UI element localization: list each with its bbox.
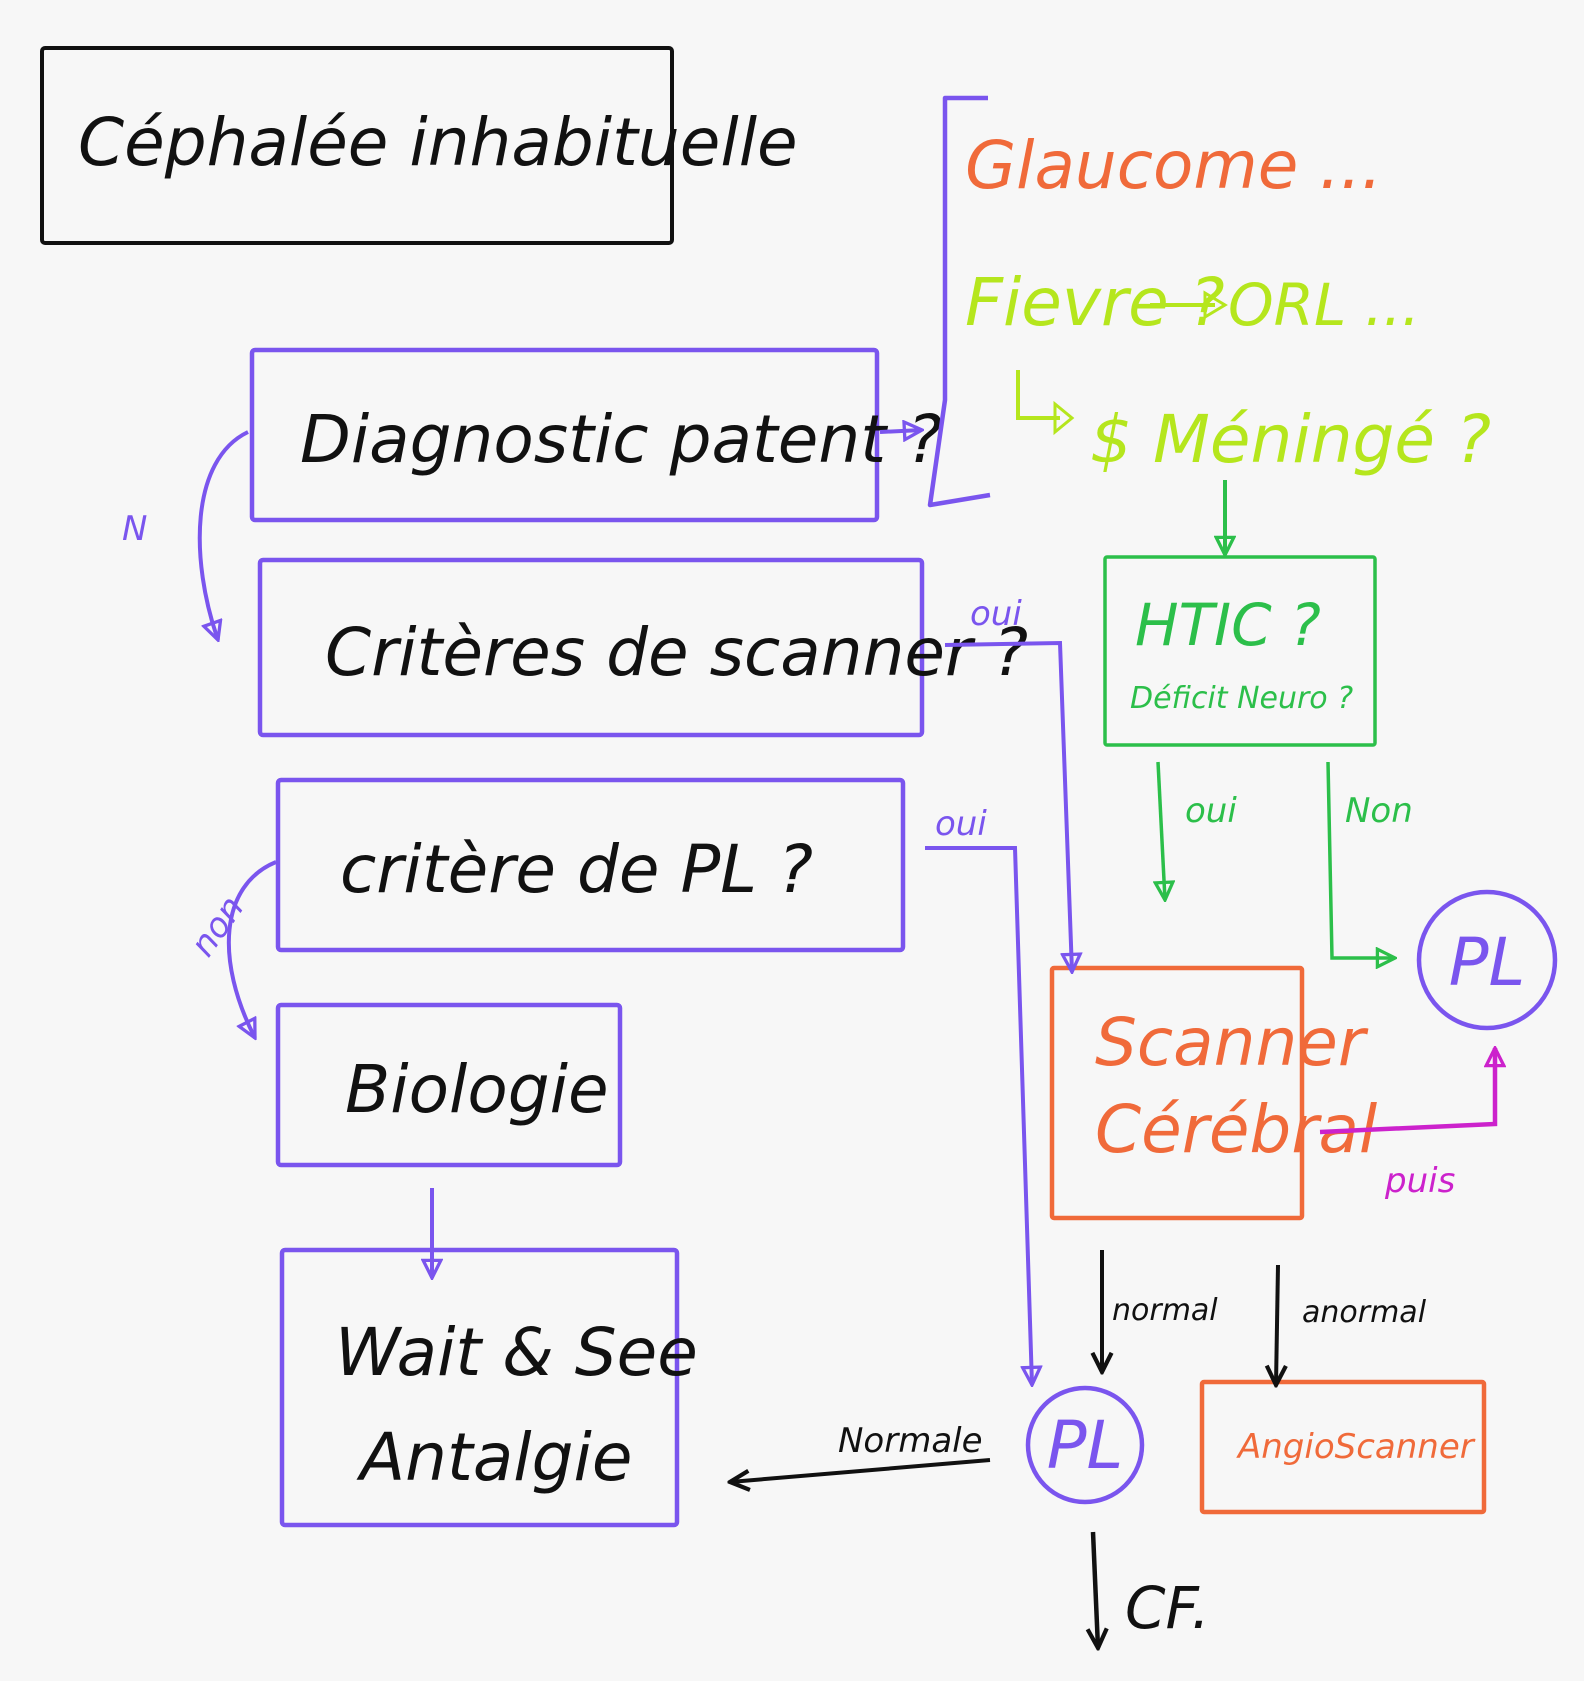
pl-criteria-box: critère de PL ? — [275, 777, 906, 953]
scanner-box: Scanner Cérébral — [1049, 965, 1378, 1221]
pl-right-node: PL — [1416, 889, 1558, 1031]
wait-see-box: Wait & See Antalgie — [279, 1247, 698, 1528]
htic-non-arrow — [1326, 761, 1395, 958]
pl-non-label: non — [183, 889, 252, 964]
pl-criteria-text: critère de PL ? — [340, 831, 813, 908]
diag-no-arrow — [197, 430, 249, 640]
htic-box: HTIC ? Déficit Neuro ? — [1103, 555, 1377, 747]
scanner-normal-label: normal — [1112, 1293, 1218, 1328]
biologie-box: Biologie — [275, 1002, 623, 1168]
title-text: Céphalée inhabituelle — [78, 104, 798, 181]
puis-arrow — [1319, 1048, 1495, 1135]
diagnostic-text: Diagnostic patent ? — [300, 401, 942, 478]
scanner-anormal-label: anormal — [1302, 1295, 1427, 1330]
glaucome-text: Glaucome ... — [965, 127, 1382, 204]
cf-text: CF. — [1125, 1574, 1210, 1642]
angio-box: AngioScanner — [1199, 1379, 1487, 1515]
htic-oui-label: oui — [1185, 791, 1237, 831]
pl-bottom-text: PL — [1047, 1407, 1124, 1484]
deficit-text: Déficit Neuro ? — [1130, 681, 1353, 716]
scanner-criteria-box: Critères de scanner ? — [257, 557, 1028, 738]
biologie-text: Biologie — [345, 1051, 609, 1128]
scanner-oui-arrow — [944, 640, 1072, 972]
diag-no-label: N — [122, 509, 147, 549]
htic-oui-arrow — [1158, 761, 1165, 900]
fievre-arrow-head — [1203, 290, 1228, 320]
pl-bottom-node: PL — [1025, 1385, 1145, 1505]
bracket — [927, 95, 991, 508]
wait-see-text: Wait & See — [335, 1314, 698, 1391]
title-box: Céphalée inhabituelle — [40, 46, 798, 245]
scanner-text: Scanner — [1095, 1004, 1369, 1081]
meninge-arrow — [1016, 370, 1060, 420]
pl-right-text: PL — [1449, 924, 1526, 1001]
meninge-arrow-head — [1053, 400, 1075, 436]
htic-text: HTIC ? — [1135, 591, 1321, 659]
pl-oui-arrow — [925, 846, 1032, 1385]
pl-oui-label: oui — [935, 804, 987, 844]
puis-label: puis — [1384, 1161, 1455, 1201]
fievre-text: Fievre ? — [965, 264, 1225, 341]
angio-text: AngioScanner — [1236, 1427, 1476, 1467]
orl-text: ORL ... — [1228, 271, 1420, 339]
pl-non-arrow — [226, 860, 277, 1038]
diagnostic-box: Diagnostic patent ? — [249, 347, 942, 523]
htic-non-label: Non — [1345, 791, 1413, 831]
diag-to-bracket-arrow — [879, 430, 922, 432]
cf-arrow — [1093, 1531, 1098, 1648]
scanner-anormal-arrow — [1276, 1264, 1278, 1385]
normale-arrow — [730, 1458, 991, 1482]
antalgie-text: Antalgie — [356, 1419, 632, 1496]
scanner-criteria-text: Critères de scanner ? — [325, 614, 1028, 691]
normale-label: Normale — [838, 1421, 983, 1461]
scanner-oui-label: oui — [970, 594, 1022, 634]
meninge-text: $ Méningé ? — [1090, 401, 1491, 478]
